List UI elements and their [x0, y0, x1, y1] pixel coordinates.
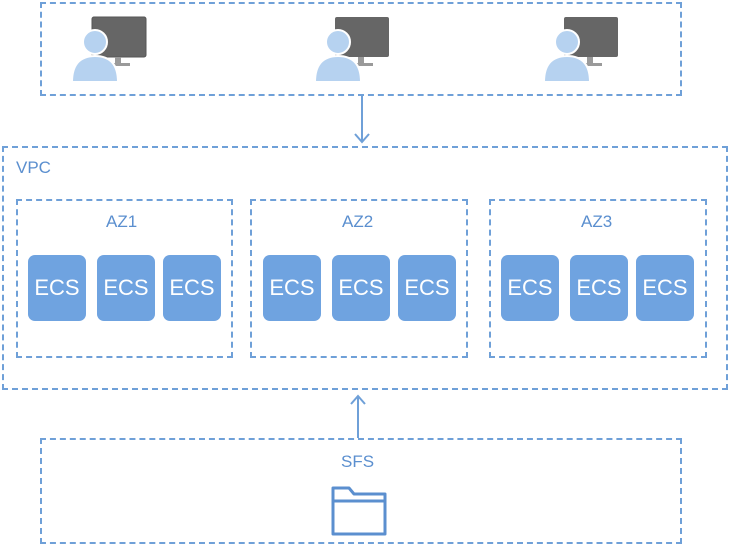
ecs-node: ECS: [398, 255, 456, 321]
user-monitor-icon: [313, 17, 389, 82]
az-group: [250, 199, 468, 358]
az-group: [16, 199, 233, 358]
sfs-group: [40, 438, 682, 544]
sfs-label: SFS: [341, 452, 375, 471]
az-group: [489, 199, 707, 358]
ecs-node: ECS: [97, 255, 155, 321]
ecs-node: ECS: [570, 255, 628, 321]
folder-icon: [331, 486, 387, 536]
ecs-node: ECS: [332, 255, 390, 321]
arrow-down-icon: [354, 96, 370, 144]
users-group: [40, 2, 682, 96]
user-monitor-icon: [70, 16, 147, 82]
az-label: AZ3: [581, 212, 613, 231]
vpc-label: VPC: [16, 158, 51, 177]
az-label: AZ2: [342, 212, 374, 231]
arrow-up-icon: [350, 394, 366, 438]
ecs-node: ECS: [636, 255, 694, 321]
ecs-node: ECS: [263, 255, 321, 321]
ecs-node: ECS: [28, 255, 86, 321]
user-monitor-icon: [542, 17, 618, 82]
vpc-group: [2, 146, 728, 390]
ecs-node: ECS: [163, 255, 221, 321]
ecs-node: ECS: [501, 255, 559, 321]
az-label: AZ1: [106, 212, 138, 231]
